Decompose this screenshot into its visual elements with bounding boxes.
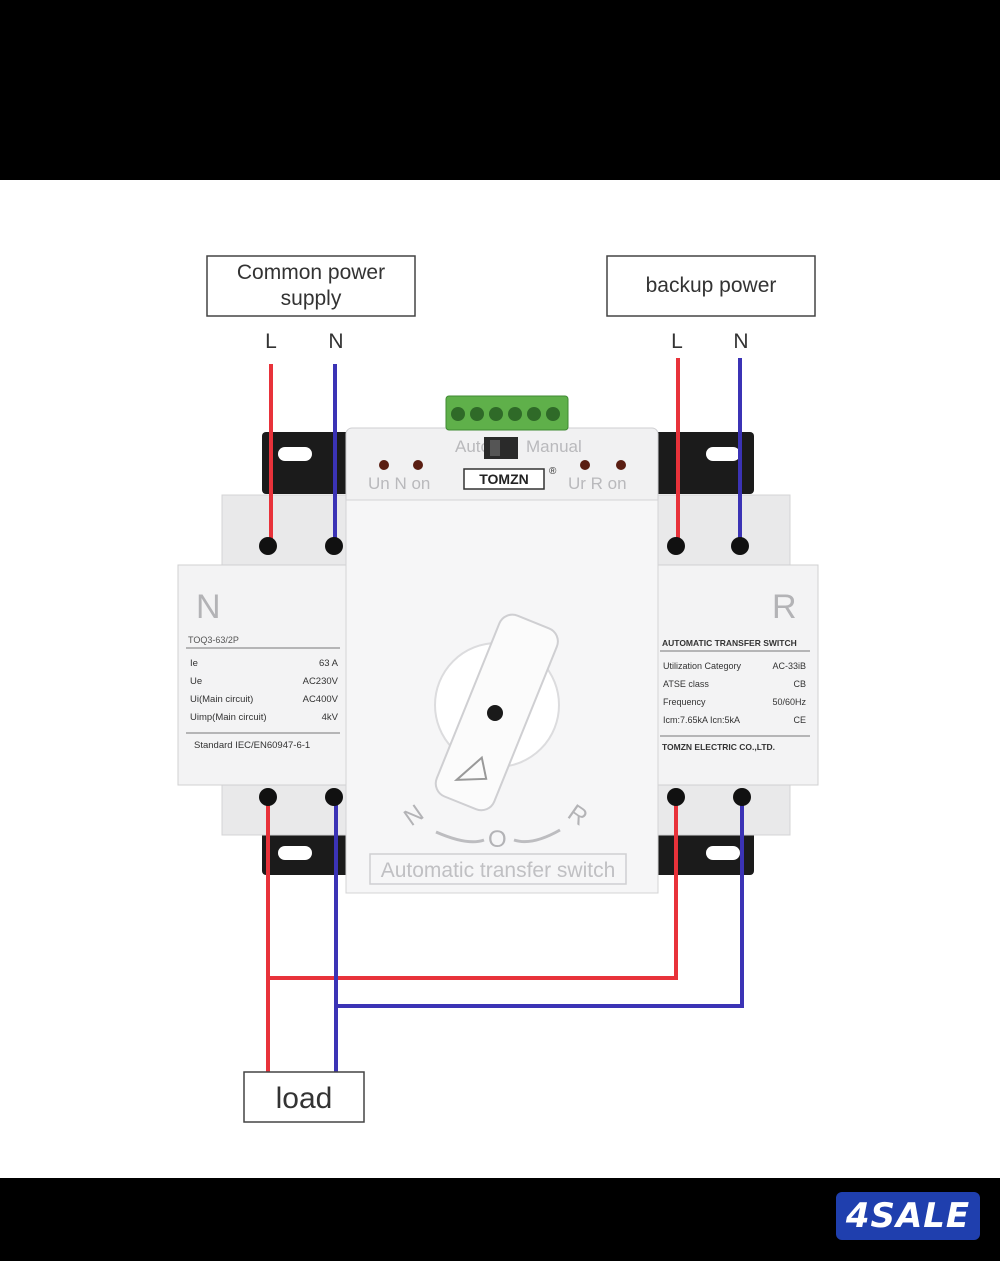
led-indicator bbox=[379, 460, 389, 470]
load-live-wire bbox=[266, 797, 678, 1073]
spec-value: 50/60Hz bbox=[772, 697, 806, 707]
registered-mark: ® bbox=[549, 466, 557, 477]
left-module-letter: N bbox=[196, 588, 221, 626]
dial-o-mark: O bbox=[488, 826, 507, 853]
model-label: TOQ3-63/2P bbox=[188, 635, 239, 645]
left-spec-table: Ie 63 A Ue AC230V Ui(Main circuit) AC400V Uimp… bbox=[190, 658, 339, 723]
indicator-right-label: Ur R on bbox=[568, 474, 627, 493]
led-indicator bbox=[616, 460, 626, 470]
spec-key: ATSE class bbox=[663, 679, 709, 689]
led-indicator bbox=[413, 460, 423, 470]
standard-label: Standard IEC/EN60947-6-1 bbox=[194, 740, 310, 751]
manual-label: Manual bbox=[526, 437, 582, 456]
load-label: load bbox=[276, 1082, 333, 1115]
common-power-label-line2: supply bbox=[281, 287, 342, 310]
rail-slot bbox=[706, 846, 740, 860]
front-label-box bbox=[369, 853, 627, 885]
top-black-band bbox=[0, 0, 1000, 180]
spec-value: 63 A bbox=[319, 658, 339, 669]
spec-key: Frequency bbox=[663, 697, 706, 707]
watermark-logo: 4SALE bbox=[836, 1192, 980, 1240]
brand-box bbox=[463, 468, 545, 490]
backup-n-label: N bbox=[733, 330, 748, 353]
spec-value: AC400V bbox=[303, 694, 339, 705]
dial-arrow-left bbox=[435, 830, 485, 844]
led-indicator bbox=[580, 460, 590, 470]
handle-screw bbox=[487, 705, 503, 721]
common-power-box bbox=[206, 255, 416, 317]
spec-key: Icm:7.65kA Icn:5kA bbox=[663, 715, 740, 725]
common-n-label: N bbox=[328, 330, 343, 353]
spec-key: Ie bbox=[190, 658, 198, 669]
terminal-block bbox=[445, 395, 569, 431]
brand-logo-text: TOMZN bbox=[479, 471, 529, 487]
right-module-face bbox=[651, 564, 819, 786]
spec-key: Utilization Category bbox=[663, 661, 742, 671]
backup-l-label: L bbox=[671, 330, 683, 353]
maker-label: TOMZN ELECTRIC CO.,LTD. bbox=[662, 742, 775, 752]
auto-label: Auto bbox=[455, 437, 490, 456]
rail-slot bbox=[278, 846, 312, 860]
spec-value: 4kV bbox=[322, 712, 339, 723]
common-power-label-line1: Common power bbox=[237, 261, 385, 284]
terminal-holes bbox=[259, 537, 751, 806]
watermark-text: 4SALE bbox=[845, 1196, 971, 1236]
dial-arrow-right bbox=[513, 828, 561, 844]
rail-slot bbox=[706, 447, 740, 461]
terminal-screws bbox=[451, 407, 560, 421]
load-neutral-wire bbox=[334, 797, 744, 1073]
backup-power-box bbox=[606, 255, 816, 317]
left-module-face bbox=[177, 564, 351, 786]
right-spec-table: Utilization Category AC-33iB ATSE class CB F… bbox=[663, 661, 806, 725]
right-module-title: AUTOMATIC TRANSFER SWITCH bbox=[662, 638, 797, 648]
spec-key: Ui(Main circuit) bbox=[190, 694, 253, 705]
spec-key: Uimp(Main circuit) bbox=[190, 712, 267, 723]
rail-slot bbox=[278, 447, 312, 461]
spec-value: CE bbox=[793, 715, 806, 725]
mode-switch bbox=[484, 437, 518, 459]
right-module-letter: R bbox=[772, 588, 797, 626]
backup-power-label: backup power bbox=[646, 274, 777, 297]
mode-switch-knob bbox=[490, 440, 500, 456]
spec-key: Ue bbox=[190, 676, 202, 687]
front-label: Automatic transfer switch bbox=[381, 859, 616, 882]
bottom-black-band bbox=[0, 1178, 1000, 1261]
load-box bbox=[243, 1071, 365, 1123]
spec-value: AC-33iB bbox=[772, 661, 806, 671]
spec-value: AC230V bbox=[303, 676, 339, 687]
spec-value: CB bbox=[793, 679, 806, 689]
indicator-left-label: Un N on bbox=[368, 474, 430, 493]
common-l-label: L bbox=[265, 330, 277, 353]
wires bbox=[266, 358, 744, 1073]
